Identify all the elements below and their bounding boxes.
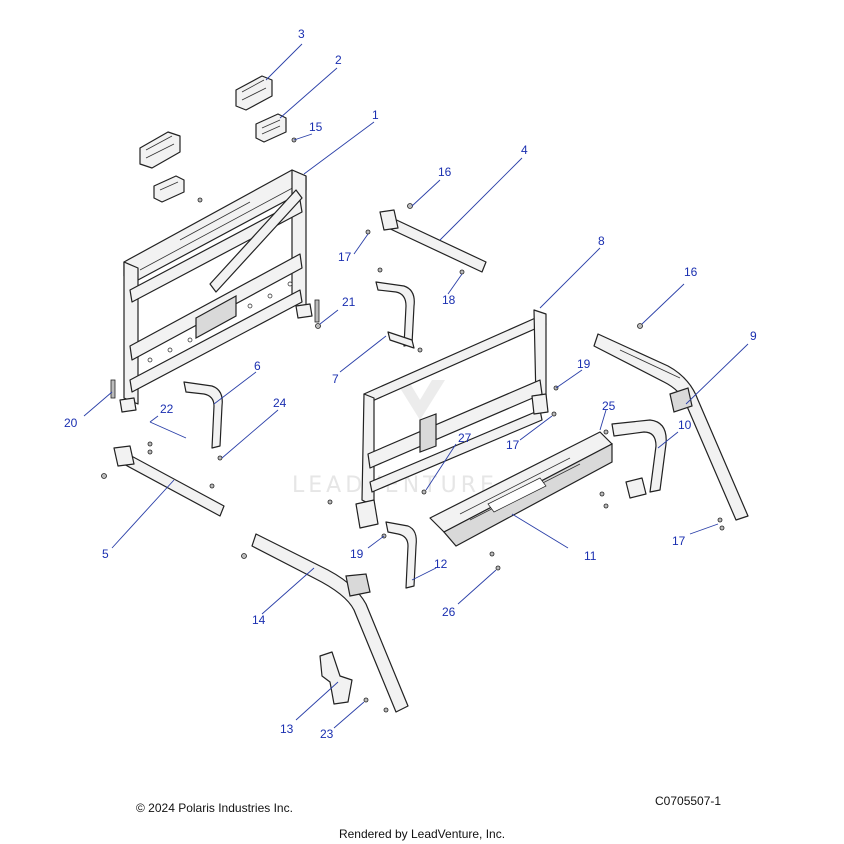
callout-13[interactable]: 13 bbox=[280, 722, 294, 736]
drawing-code: C0705507-1 bbox=[655, 794, 722, 808]
part-grab-handle-6[interactable] bbox=[183, 381, 223, 449]
part-left-rollbar[interactable] bbox=[251, 533, 409, 713]
leader-lines bbox=[83, 43, 749, 729]
callout-23[interactable]: 23 bbox=[320, 727, 334, 741]
callout-4[interactable]: 4 bbox=[521, 143, 528, 157]
callout-labels: 3 2 15 1 16 4 17 18 21 8 16 9 7 6 19 25 … bbox=[64, 27, 757, 741]
callout-17[interactable]: 17 bbox=[338, 250, 352, 264]
part-grab-handle-12[interactable] bbox=[385, 521, 417, 589]
callout-3[interactable]: 3 bbox=[298, 27, 305, 41]
callout-2[interactable]: 2 bbox=[335, 53, 342, 67]
callout-11[interactable]: 11 bbox=[584, 549, 597, 563]
callout-18[interactable]: 18 bbox=[442, 293, 456, 307]
callout-9[interactable]: 9 bbox=[750, 329, 757, 343]
callout-24[interactable]: 24 bbox=[273, 396, 287, 410]
part-grab-handle-10[interactable] bbox=[611, 419, 667, 499]
part-cross-tube-5[interactable] bbox=[113, 445, 225, 517]
copyright-notice: © 2024 Polaris Industries Inc. bbox=[136, 801, 293, 815]
part-rear-panel[interactable] bbox=[429, 431, 613, 547]
callout-19[interactable]: 19 bbox=[577, 357, 591, 371]
callout-5[interactable]: 5 bbox=[102, 547, 109, 561]
callout-25[interactable]: 25 bbox=[602, 399, 616, 413]
callout-27[interactable]: 27 bbox=[458, 431, 472, 445]
callout-26[interactable]: 26 bbox=[442, 605, 456, 619]
part-headlight-bracket-left[interactable] bbox=[153, 175, 185, 203]
callout-19b[interactable]: 19 bbox=[350, 547, 364, 561]
callout-16b[interactable]: 16 bbox=[684, 265, 698, 279]
hardware-fasteners bbox=[101, 137, 725, 713]
callout-17b[interactable]: 17 bbox=[506, 438, 520, 452]
callout-20[interactable]: 20 bbox=[64, 416, 78, 430]
rendered-by-credit: Rendered by LeadVenture, Inc. bbox=[338, 827, 506, 841]
part-right-rollbar[interactable] bbox=[593, 333, 749, 521]
part-strap-bracket[interactable] bbox=[319, 651, 353, 705]
callout-21[interactable]: 21 bbox=[342, 295, 356, 309]
part-bolt-21[interactable] bbox=[314, 299, 320, 323]
callout-16[interactable]: 16 bbox=[438, 165, 452, 179]
part-cross-tube-4[interactable] bbox=[379, 209, 487, 273]
callout-1[interactable]: 1 bbox=[372, 108, 379, 122]
callout-15[interactable]: 15 bbox=[309, 120, 323, 134]
part-grab-handle-7[interactable] bbox=[375, 281, 415, 349]
callout-14[interactable]: 14 bbox=[252, 613, 266, 627]
part-headlight-housing-left[interactable] bbox=[139, 131, 181, 169]
part-headlight-bracket[interactable] bbox=[255, 113, 287, 143]
part-front-frame[interactable] bbox=[119, 169, 313, 413]
callout-22[interactable]: 22 bbox=[160, 402, 174, 416]
part-bolt-20[interactable] bbox=[110, 379, 116, 399]
part-headlight-housing-upper[interactable] bbox=[235, 75, 273, 111]
callout-7[interactable]: 7 bbox=[332, 372, 339, 386]
part-rear-frame[interactable] bbox=[355, 309, 549, 529]
callout-17c[interactable]: 17 bbox=[672, 534, 686, 548]
callout-12[interactable]: 12 bbox=[434, 557, 448, 571]
callout-10[interactable]: 10 bbox=[678, 418, 692, 432]
callout-6[interactable]: 6 bbox=[254, 359, 261, 373]
callout-8[interactable]: 8 bbox=[598, 234, 605, 248]
